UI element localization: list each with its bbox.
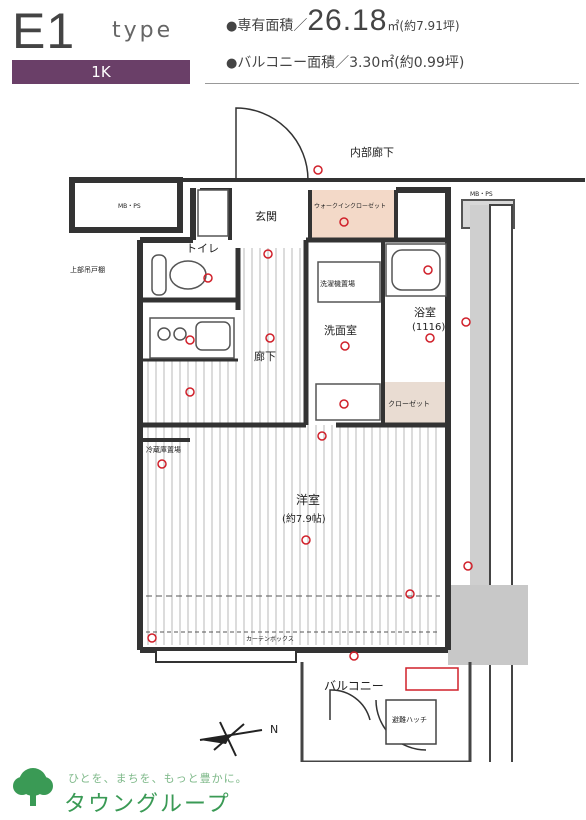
outlet-markers (147, 165, 473, 661)
walk-in-closet (310, 190, 396, 238)
western-room-size: (約7.9帖) (282, 512, 326, 525)
closet-box (383, 382, 446, 426)
logo-slogan: ひとを、まちを、もっと豊かに。 (68, 772, 248, 785)
type-code-text: E1 (12, 3, 76, 59)
toilet-fixture (169, 260, 207, 290)
hallway-label: 廊下 (254, 349, 276, 363)
western-floor (143, 425, 443, 645)
fridge-label: 冷蔵庫置場 (146, 445, 181, 454)
closet-label: クローゼット (388, 399, 430, 408)
entry-door-swing (235, 107, 309, 181)
compass-icon (199, 721, 263, 757)
walk-in-label: ウォークインクローゼット (314, 202, 386, 210)
shaft-edge (489, 204, 513, 762)
bullet-icon: ● (226, 56, 238, 71)
balcony-area-text: バルコニー面積／3.30㎡(約0.99坪) (237, 55, 465, 71)
unit-type-code: E1 (12, 2, 75, 60)
shaft-wall (470, 205, 490, 585)
logo-name: タウングループ (64, 792, 231, 817)
layout-badge: 1K (12, 60, 190, 84)
upper-shelf-label: 上部吊戸棚 (70, 265, 105, 274)
bath-label: 浴室 (414, 305, 436, 319)
entrance-label: 玄関 (255, 209, 277, 223)
escape-hatch (385, 699, 437, 745)
area-unit: ㎡(約7.91坪) (387, 19, 460, 33)
western-room-label: 洋室 (296, 492, 320, 507)
header-rule (205, 83, 579, 84)
hatch-label: 避難ハッチ (392, 715, 427, 724)
dressing-label: 洗面室 (324, 323, 357, 337)
balcony-spec: ●バルコニー面積／3.30㎡(約0.99坪) (226, 52, 464, 72)
bathtub (391, 249, 441, 291)
hallway-floor (238, 248, 302, 426)
kitchen-floor (143, 360, 238, 426)
area-label: 専有面積／ (237, 18, 308, 34)
washer-label: 洗濯機置場 (320, 279, 355, 288)
curtain-box-label: カーテンボックス (246, 635, 294, 643)
north-label: N (270, 723, 278, 736)
area-value: 26.18 (307, 4, 388, 37)
mbps-left-label: MB・PS (118, 203, 141, 210)
type-word: type (112, 18, 174, 43)
mbps-left-box (69, 177, 183, 233)
bath-size: (1116) (412, 322, 445, 333)
toilet-label: トイレ (186, 242, 219, 255)
floor-plan: 内部廊下 MB・PS MB・PS 玄関 ウォークインクローゼット トイレ 上部吊… (69, 107, 585, 762)
bullet-icon: ● (226, 19, 238, 34)
corridor-label: 内部廊下 (350, 145, 394, 159)
pillar (448, 585, 528, 665)
company-logo (6, 762, 306, 814)
balcony-label: バルコニー (324, 679, 384, 693)
mbps-right-label: MB・PS (470, 191, 493, 198)
area-spec: ●専有面積／26.18㎡(約7.91坪) (226, 4, 460, 38)
tree-logo-icon (6, 762, 60, 812)
